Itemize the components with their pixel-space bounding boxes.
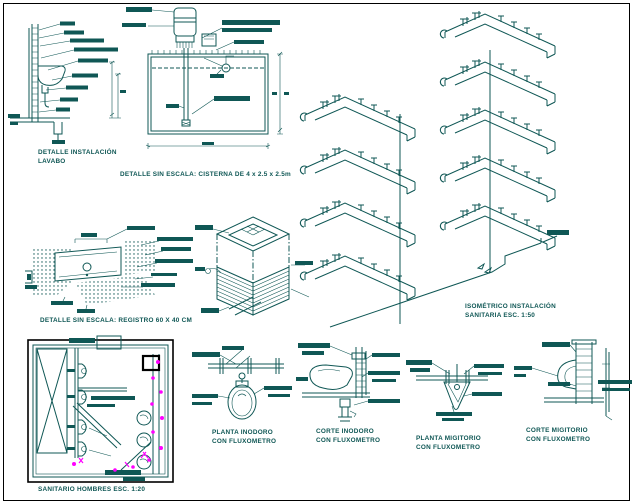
panel-registro-isometrico <box>195 215 313 327</box>
wall-section <box>28 24 39 122</box>
panel-detalle-lavabo: DETALLE INSTALACIÓN LAVABO <box>8 18 138 168</box>
sanitario-plan-drawing <box>27 335 174 483</box>
caption-corte-migitorio: CORTE MIGITORIO CON FLUXOMETRO <box>526 427 591 443</box>
caption-corte-inodoro: CORTE INODORO CON FLUXOMETRO <box>316 428 381 444</box>
bowl-section <box>309 364 353 390</box>
planta-migitorio-callouts <box>406 360 504 421</box>
panel-corte-inodoro: CORTE INODORO CON FLUXOMETRO <box>296 343 404 448</box>
pipe-chase-ladder <box>571 339 597 404</box>
bowl-plan <box>227 380 257 420</box>
cisterna-drawing <box>122 7 289 149</box>
registro-section-drawing <box>25 226 193 313</box>
corte-migitorio-callouts <box>514 342 632 391</box>
door-area <box>36 348 68 454</box>
caption-planta-migitorio: PLANTA MIGITORIO CON FLUXOMETRO <box>416 435 481 451</box>
drain-pipe <box>8 114 70 144</box>
registro-isometric-drawing <box>195 216 313 316</box>
caption-lavabo: DETALLE INSTALACIÓN LAVABO <box>38 149 117 165</box>
panel-detalle-cisterna: DETALLE SIN ESCALA: CISTERNA DE 4 x 2.5 … <box>118 4 298 186</box>
valve-markers <box>72 360 164 472</box>
caption-sanitario: SANITARIO HOMBRES ESC. 1:20 <box>38 486 146 493</box>
top-fittings <box>69 335 161 372</box>
panel-planta-inodoro: PLANTA INODORO CON FLUXOMETRO <box>192 346 292 451</box>
isometric-piping-drawing <box>299 10 569 328</box>
wc-chase <box>120 354 160 474</box>
tank-dimensions <box>145 51 289 149</box>
box-vertical-edges <box>216 234 290 287</box>
suction-pipe <box>166 48 250 127</box>
left-pipe-stub <box>25 270 33 284</box>
tank <box>147 50 269 135</box>
planta-migitorio-drawing <box>406 360 504 421</box>
box-top-opening <box>215 216 291 252</box>
pump-callouts <box>122 7 280 51</box>
floor-and-drain <box>302 392 370 422</box>
panel-planta-migitorio: PLANTA MIGITORIO CON FLUXOMETRO <box>406 356 510 454</box>
caption-cisterna: DETALLE SIN ESCALA: CISTERNA DE 4 x 2.5 … <box>120 171 291 178</box>
hydro-pump <box>173 7 217 48</box>
corte-inodoro-drawing <box>296 343 400 422</box>
main-drain-line <box>329 230 569 328</box>
panel-detalle-registro: DETALLE SIN ESCALA: REGISTRO 60 X 40 CM <box>25 225 195 325</box>
bottom-bars <box>105 470 145 481</box>
float-valve <box>203 55 234 78</box>
plan-border <box>27 339 174 483</box>
registro-box <box>54 246 122 282</box>
caption-planta-inodoro: PLANTA INODORO CON FLUXOMETRO <box>212 429 277 445</box>
flush-pipes <box>351 347 367 398</box>
top-bracket <box>74 226 155 243</box>
panel-sanitario-hombres: SANITARIO HOMBRES ESC. 1:20 <box>25 335 183 494</box>
panel-corte-migitorio: CORTE MIGITORIO CON FLUXOMETRO <box>514 339 633 448</box>
sheet-border <box>3 3 630 501</box>
urinal-wall <box>67 348 112 458</box>
box-brick-body <box>216 266 290 316</box>
caption-registro: DETALLE SIN ESCALA: REGISTRO 60 X 40 CM <box>40 317 193 324</box>
floor-lines <box>544 397 604 403</box>
lavabo-section-drawing <box>8 21 126 144</box>
dimension-lines <box>109 60 126 119</box>
registro-callouts <box>25 237 193 313</box>
callout-leaders <box>38 21 118 113</box>
wall-plan <box>208 349 284 374</box>
iso-callouts <box>195 225 313 313</box>
right-riser-stack <box>439 10 556 273</box>
urinal-plan <box>443 364 471 410</box>
planta-inodoro-callouts <box>192 346 292 405</box>
panel-isometrico-sanitario: ISOMÉTRICO INSTALACIÓN SANITARIA ESC. 1:… <box>295 2 633 334</box>
wall-plan <box>416 370 488 384</box>
planta-inodoro-drawing <box>192 346 292 420</box>
corte-inodoro-callouts <box>296 343 400 406</box>
ground-stipple <box>31 239 157 305</box>
corte-migitorio-drawing <box>514 339 632 421</box>
caption-isometrico: ISOMÉTRICO INSTALACIÓN SANITARIA ESC. 1:… <box>465 303 556 319</box>
partitions <box>72 387 135 449</box>
left-riser-stack <box>299 93 416 324</box>
